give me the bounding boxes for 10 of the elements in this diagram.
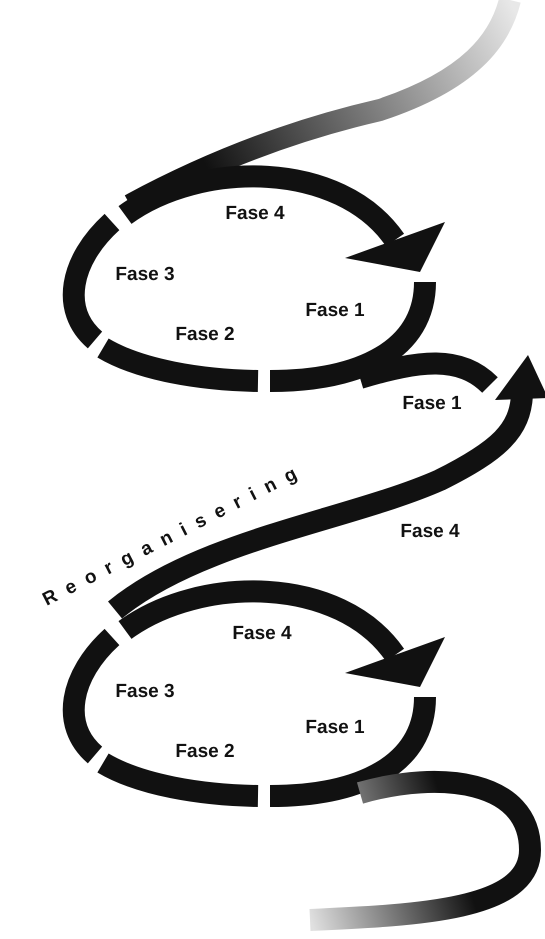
phase-label: Fase 4 — [232, 623, 292, 645]
phase-label: Fase 4 — [225, 203, 285, 225]
phase-label: Fase 2 — [175, 741, 235, 763]
phase-label: Fase 3 — [115, 264, 175, 286]
phase-label: Fase 1 — [402, 393, 462, 415]
phase-label: Fase 4 — [400, 521, 460, 543]
phase-label: Fase 1 — [305, 717, 365, 739]
phase-label: Fase 1 — [305, 300, 365, 322]
phase-label: Fase 2 — [175, 324, 235, 346]
phase-label: Fase 3 — [115, 681, 175, 703]
